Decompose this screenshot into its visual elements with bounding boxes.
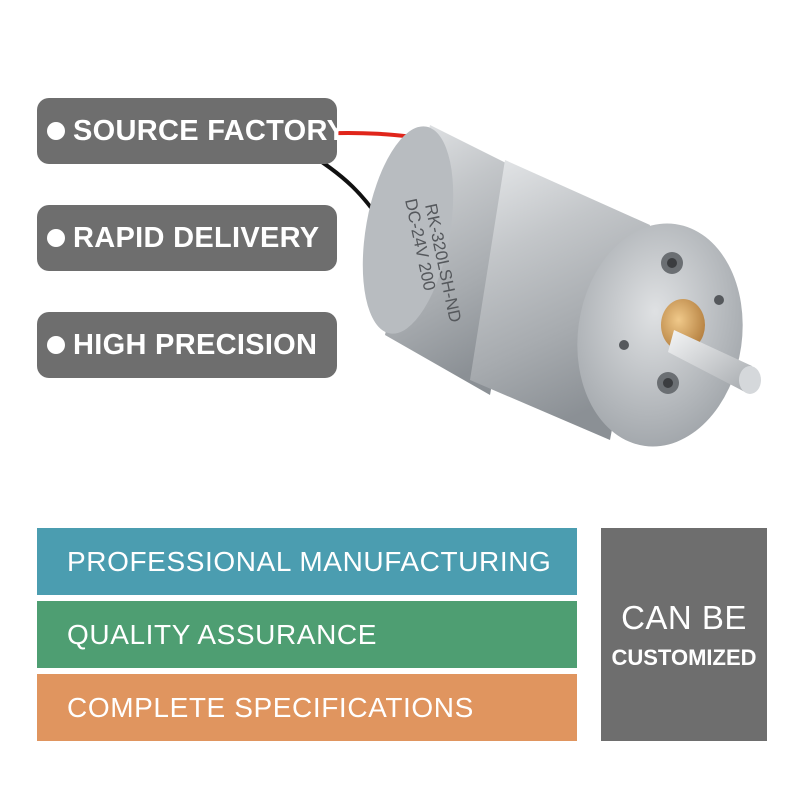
bullet-dot-icon bbox=[47, 122, 65, 140]
feature-pill-rapid-delivery: RAPID DELIVERY bbox=[37, 205, 337, 271]
feature-pill-source-factory: SOURCE FACTORY bbox=[37, 98, 346, 164]
custom-line2: CUSTOMIZED bbox=[611, 644, 757, 670]
bar-complete-specifications: COMPLETE SPECIFICATIONS bbox=[37, 674, 577, 741]
feature-label: RAPID DELIVERY bbox=[73, 221, 320, 254]
custom-line1: CAN BE bbox=[621, 598, 747, 636]
bar-label: COMPLETE SPECIFICATIONS bbox=[67, 691, 474, 723]
bar-label: QUALITY ASSURANCE bbox=[67, 618, 377, 650]
feature-pill-high-precision: HIGH PRECISION bbox=[37, 312, 337, 378]
bullet-dot-icon bbox=[47, 336, 65, 354]
customizable-box: CAN BE CUSTOMIZED bbox=[601, 528, 767, 741]
feature-label: SOURCE FACTORY bbox=[73, 114, 347, 147]
bar-quality-assurance: QUALITY ASSURANCE bbox=[37, 601, 577, 668]
front-face bbox=[577, 223, 743, 447]
bar-professional-manufacturing: PROFESSIONAL MANUFACTURING bbox=[37, 528, 577, 595]
feature-label: HIGH PRECISION bbox=[73, 328, 318, 361]
shaft bbox=[668, 330, 752, 392]
bullet-dot-icon bbox=[47, 229, 65, 247]
bar-label: PROFESSIONAL MANUFACTURING bbox=[67, 545, 552, 577]
